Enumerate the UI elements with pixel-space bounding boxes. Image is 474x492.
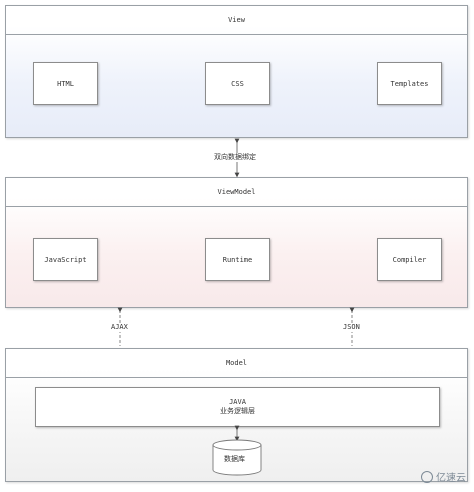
ajax-label: AJAX [109, 323, 130, 332]
runtime-box: Runtime [205, 238, 270, 281]
watermark-text: 亿速云 [436, 473, 466, 484]
compiler-box: Compiler [377, 238, 442, 281]
watermark: 亿速云 [421, 469, 466, 484]
templates-box: Templates [377, 62, 442, 105]
css-box: CSS [205, 62, 270, 105]
viewmodel-title: ViewModel [6, 178, 467, 207]
watermark-logo-icon [421, 470, 433, 483]
database-icon [212, 439, 262, 476]
view-layer: View HTML CSS Templates [5, 5, 468, 138]
javascript-box: JavaScript [33, 238, 98, 281]
model-title: Model [6, 349, 467, 378]
viewmodel-layer: ViewModel JavaScript Runtime Compiler [5, 177, 468, 308]
html-box: HTML [33, 62, 98, 105]
database-label: 数据库 [224, 455, 245, 463]
business-logic-line1: JAVA [229, 398, 246, 406]
json-label: JSON [341, 323, 362, 332]
view-title: View [6, 6, 467, 35]
business-logic-line2: 业务逻辑层 [220, 407, 255, 415]
binding-label: 双向数据绑定 [212, 153, 258, 162]
